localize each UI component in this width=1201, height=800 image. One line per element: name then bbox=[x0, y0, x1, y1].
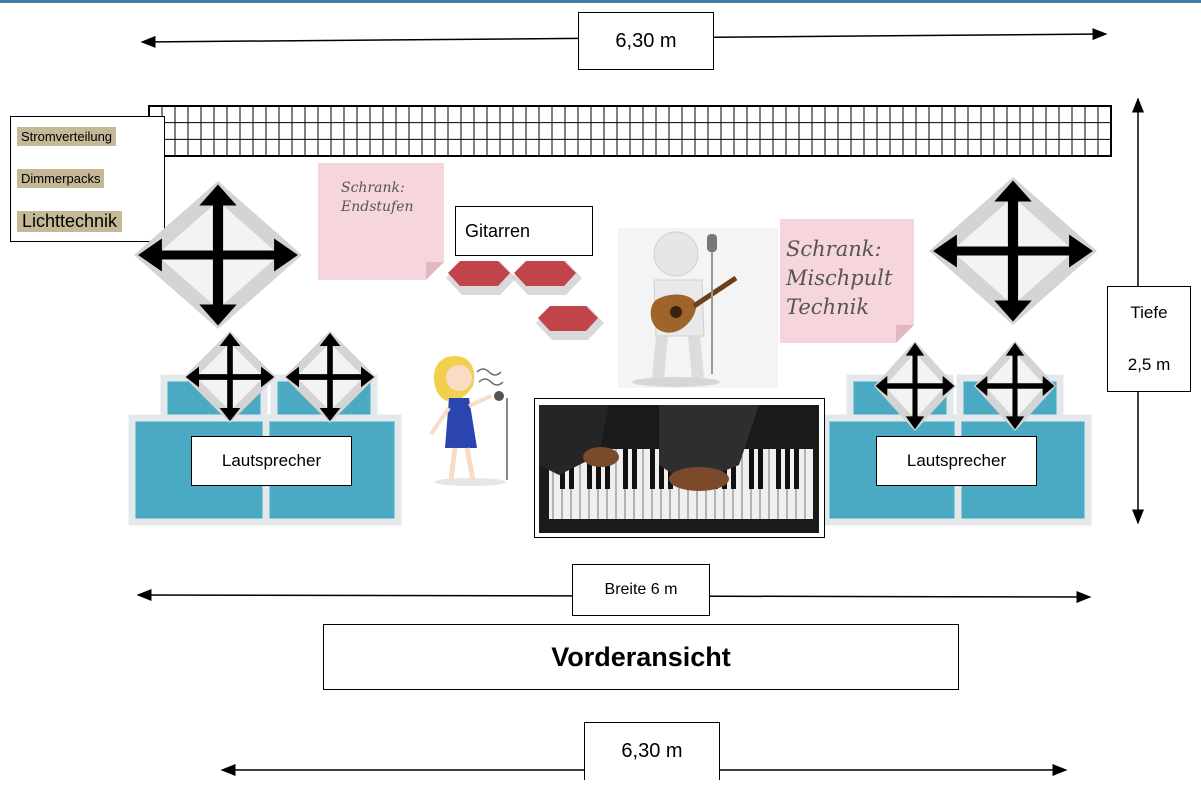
cabinet-mixer-note: Schrank: Mischpult Technik bbox=[780, 219, 914, 343]
legend-dimmer: Dimmerpacks bbox=[17, 169, 105, 188]
guitar-stand-2 bbox=[512, 261, 582, 295]
light-small-2-icon bbox=[284, 331, 376, 423]
depth-label-value: 2,5 m bbox=[1127, 355, 1171, 374]
light-small-3-icon bbox=[874, 341, 956, 431]
guitar-stand-3 bbox=[536, 306, 604, 340]
singer-icon bbox=[429, 356, 508, 486]
stage-width-label: Breite 6 m bbox=[572, 564, 710, 616]
cabinet-mixer-line2: Mischpult bbox=[786, 266, 893, 290]
top-border bbox=[0, 0, 1201, 3]
top-width-label: 6,30 m bbox=[578, 12, 714, 70]
light-right-icon bbox=[929, 177, 1097, 325]
piano-photo bbox=[534, 398, 825, 538]
piano-keys-icon bbox=[539, 405, 819, 533]
cabinet-amps-line1: Schrank: bbox=[341, 180, 405, 196]
cabinet-mixer-line1: Schrank: bbox=[786, 237, 882, 261]
speaker-right-label: Lautsprecher bbox=[876, 436, 1037, 486]
light-left-icon bbox=[134, 181, 302, 329]
cabinet-amps-line2: Endstufen bbox=[341, 199, 414, 215]
bottom-width-label: 6,30 m bbox=[584, 722, 720, 780]
legend-power: Stromverteilung bbox=[17, 127, 117, 146]
cabinet-mixer-line3: Technik bbox=[786, 295, 870, 319]
legend-lighting: Lichttechnik bbox=[17, 211, 123, 232]
guitar-stand-1 bbox=[446, 261, 516, 295]
lighting-truss bbox=[148, 105, 1112, 157]
guitarist-icon bbox=[618, 228, 778, 388]
guitars-label: Gitarren bbox=[455, 206, 593, 256]
guitar-stands bbox=[446, 261, 604, 340]
depth-label-title: Tiefe bbox=[1130, 303, 1168, 322]
light-small-1-icon bbox=[184, 331, 276, 423]
view-title: Vorderansicht bbox=[323, 624, 959, 690]
depth-label: Tiefe 2,5 m bbox=[1107, 286, 1191, 392]
cabinet-amps-note: Schrank: Endstufen bbox=[318, 163, 444, 280]
light-small-4-icon bbox=[974, 341, 1056, 431]
speaker-left-label: Lautsprecher bbox=[191, 436, 352, 486]
legend-panel: Stromverteilung Dimmerpacks Lichttechnik bbox=[10, 116, 165, 242]
